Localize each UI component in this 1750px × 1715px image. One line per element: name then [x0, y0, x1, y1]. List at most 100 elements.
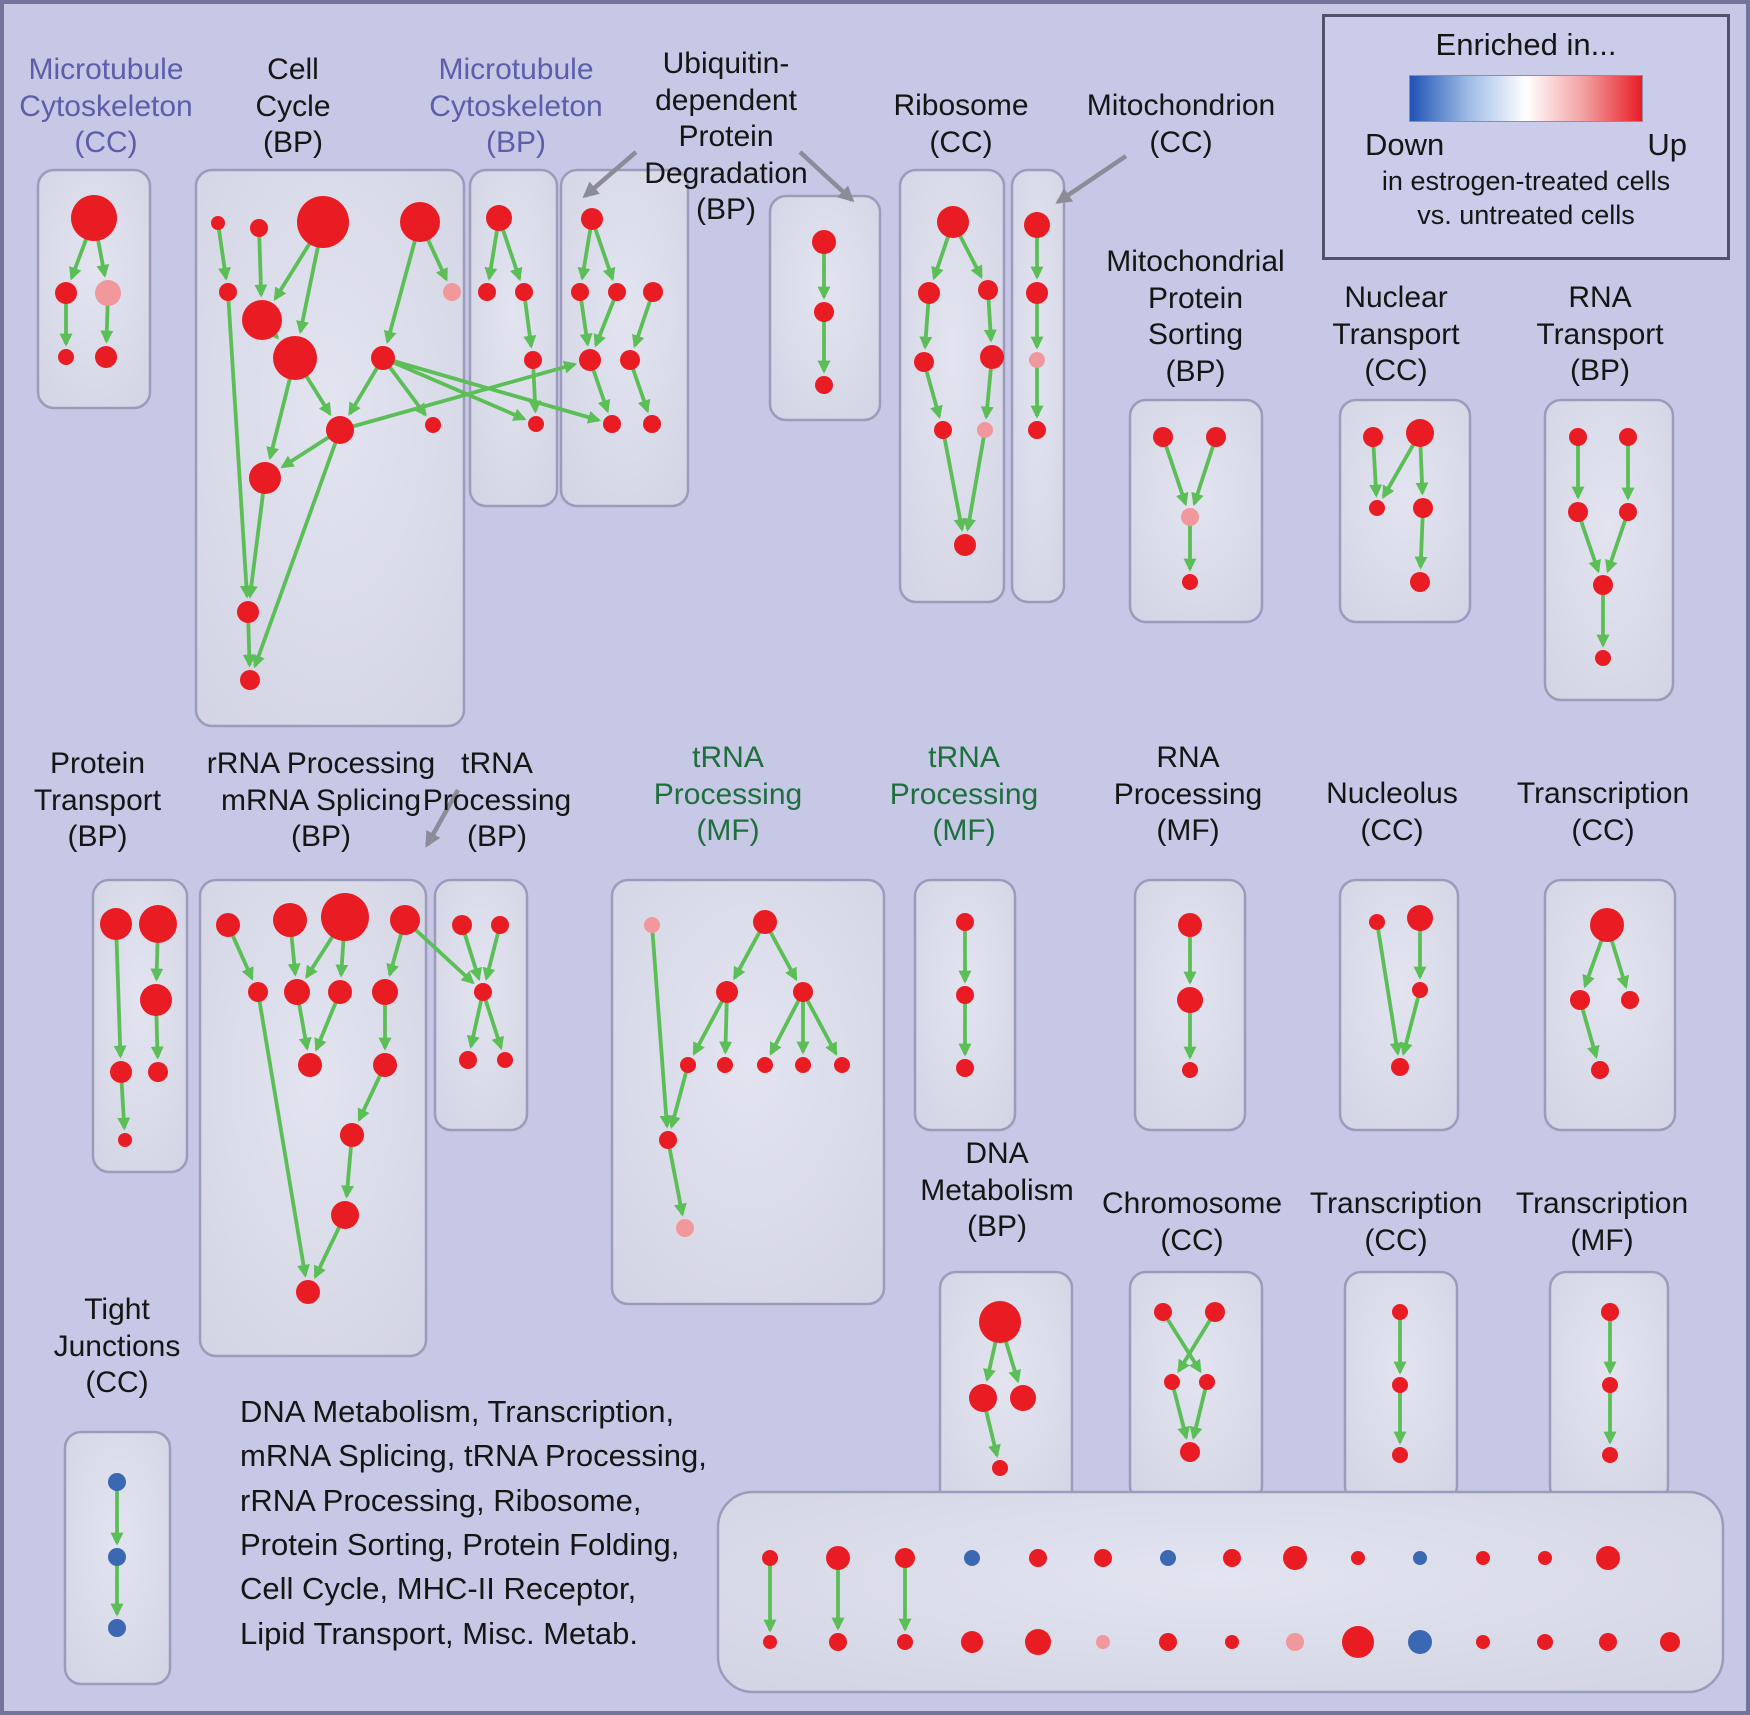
go-term-node-red	[1413, 498, 1433, 518]
go-term-node-red	[459, 1051, 477, 1069]
go-term-node-red	[524, 351, 542, 369]
go-term-node-pink	[676, 1219, 694, 1237]
go-edge	[254, 227, 268, 298]
go-term-node-pink	[443, 283, 461, 301]
go-term-node-red	[1476, 1635, 1490, 1649]
go-term-node-red	[643, 415, 661, 433]
go-term-node-blue	[108, 1473, 126, 1491]
misc-categories-text: DNA Metabolism, Transcription, mRNA Spli…	[240, 1394, 707, 1651]
cluster-label-mitochondrial-protein-sorting-bp: Mitochondrial Protein Sorting (BP)	[1106, 245, 1285, 388]
go-edge	[1399, 989, 1422, 1056]
go-edge	[256, 991, 310, 1278]
go-edge	[1189, 1381, 1209, 1440]
go-term-node-red	[961, 1631, 983, 1653]
go-term-node-red	[219, 283, 237, 301]
go-edge	[466, 991, 485, 1049]
go-term-node-red	[762, 1550, 778, 1566]
go-term-node-red	[1599, 1633, 1617, 1651]
cluster-label-transcription-cc-mid: Transcription (CC)	[1516, 777, 1690, 847]
go-term-node-red	[620, 350, 640, 370]
go-term-node-red	[1026, 282, 1048, 304]
go-term-node-red	[1153, 427, 1173, 447]
go-term-node-red	[372, 979, 398, 1005]
go-term-node-red	[1028, 421, 1046, 439]
cluster-box-nucleolus-cc	[1338, 878, 1460, 1132]
go-term-node-red	[1570, 990, 1590, 1010]
cluster-label-microtubule-cytoskeleton-cc: Microtubule Cytoskeleton (CC)	[19, 53, 193, 160]
go-edge	[666, 1139, 687, 1217]
go-term-node-red	[273, 336, 317, 380]
go-term-node-red	[1283, 1546, 1307, 1570]
go-term-node-pink	[644, 917, 660, 933]
legend-down-label: Down	[1365, 127, 1445, 162]
legend-subtitle-1: in estrogen-treated cells	[1381, 166, 1671, 196]
go-term-node-red	[240, 670, 260, 690]
go-term-node-red	[1601, 1303, 1619, 1321]
go-term-node-red	[390, 905, 420, 935]
go-term-node-red	[956, 1059, 974, 1077]
cluster-label-transcription-mf: Transcription (MF)	[1515, 1187, 1689, 1257]
go-term-node-red	[139, 905, 177, 943]
go-term-node-red	[515, 283, 533, 301]
go-term-node-red	[1569, 428, 1587, 446]
go-term-node-red	[914, 352, 934, 372]
label-pointer-arrow	[582, 150, 638, 199]
go-edge	[668, 1064, 690, 1129]
go-term-node-red	[757, 1057, 773, 1073]
go-term-node-red	[1351, 1551, 1365, 1565]
go-term-node-red	[148, 1062, 168, 1082]
go-term-node-red	[716, 981, 738, 1003]
go-term-node-red	[1410, 572, 1430, 592]
go-edge	[113, 923, 127, 1059]
cluster-label-trna-processing-mf-large: tRNA Processing (MF)	[653, 741, 803, 848]
go-term-node-red	[100, 908, 132, 940]
go-term-node-red	[1602, 1447, 1618, 1463]
go-term-node-red	[608, 283, 626, 301]
go-edge	[1161, 1310, 1202, 1374]
cluster-label-transcription-cc-lower: Transcription (CC)	[1309, 1187, 1483, 1257]
cluster-label-rna-transport-bp: RNA Transport (BP)	[1536, 281, 1664, 388]
go-term-node-red	[795, 1057, 811, 1073]
cluster-label-microtubule-cytoskeleton-bp: Microtubule Cytoskeleton (BP)	[429, 53, 603, 160]
go-term-node-red	[581, 208, 603, 230]
go-term-node-red	[1342, 1626, 1374, 1658]
label-pointer-arrow	[798, 150, 855, 203]
go-term-node-blue	[1408, 1630, 1432, 1654]
go-term-node-red	[980, 345, 1004, 369]
go-term-node-red	[815, 376, 833, 394]
go-term-node-red	[717, 1057, 733, 1073]
go-term-node-red	[95, 346, 117, 368]
cluster-label-tight-junctions-cc: Tight Junctions (CC)	[53, 1293, 181, 1400]
go-term-node-red	[1180, 1442, 1200, 1462]
go-term-node-red	[110, 1061, 132, 1083]
go-term-node-red	[452, 915, 472, 935]
go-term-node-red	[814, 302, 834, 322]
go-term-node-red	[1369, 500, 1385, 516]
go-term-node-red	[603, 415, 621, 433]
go-term-node-red	[979, 1301, 1021, 1343]
go-term-node-red	[969, 1384, 997, 1412]
go-term-node-pink	[1181, 508, 1199, 526]
go-edge	[481, 991, 504, 1051]
go-term-node-red	[55, 282, 77, 304]
go-term-node-red	[1369, 914, 1385, 930]
go-term-node-red	[1660, 1632, 1680, 1652]
label-pointer-arrow	[425, 788, 460, 848]
go-term-node-red	[321, 893, 369, 941]
go-term-node-red	[643, 282, 663, 302]
go-term-node-pink	[1286, 1633, 1304, 1651]
go-term-node-red	[474, 983, 492, 1001]
go-term-node-red	[956, 913, 974, 931]
go-term-node-red	[1391, 1058, 1409, 1076]
go-term-node-red	[1199, 1374, 1215, 1390]
go-term-node-red	[897, 1634, 913, 1650]
go-term-node-red	[1595, 650, 1611, 666]
nodes-layer	[55, 195, 1680, 1658]
go-edge	[963, 429, 987, 532]
cluster-box-chromosome-cc	[1128, 1270, 1264, 1504]
go-term-node-red	[1024, 212, 1050, 238]
go-term-node-red	[296, 1280, 320, 1304]
go-term-node-red	[1619, 428, 1637, 446]
cluster-label-nuclear-transport-cc: Nuclear Transport (CC)	[1332, 281, 1460, 388]
go-edge	[1161, 436, 1189, 507]
